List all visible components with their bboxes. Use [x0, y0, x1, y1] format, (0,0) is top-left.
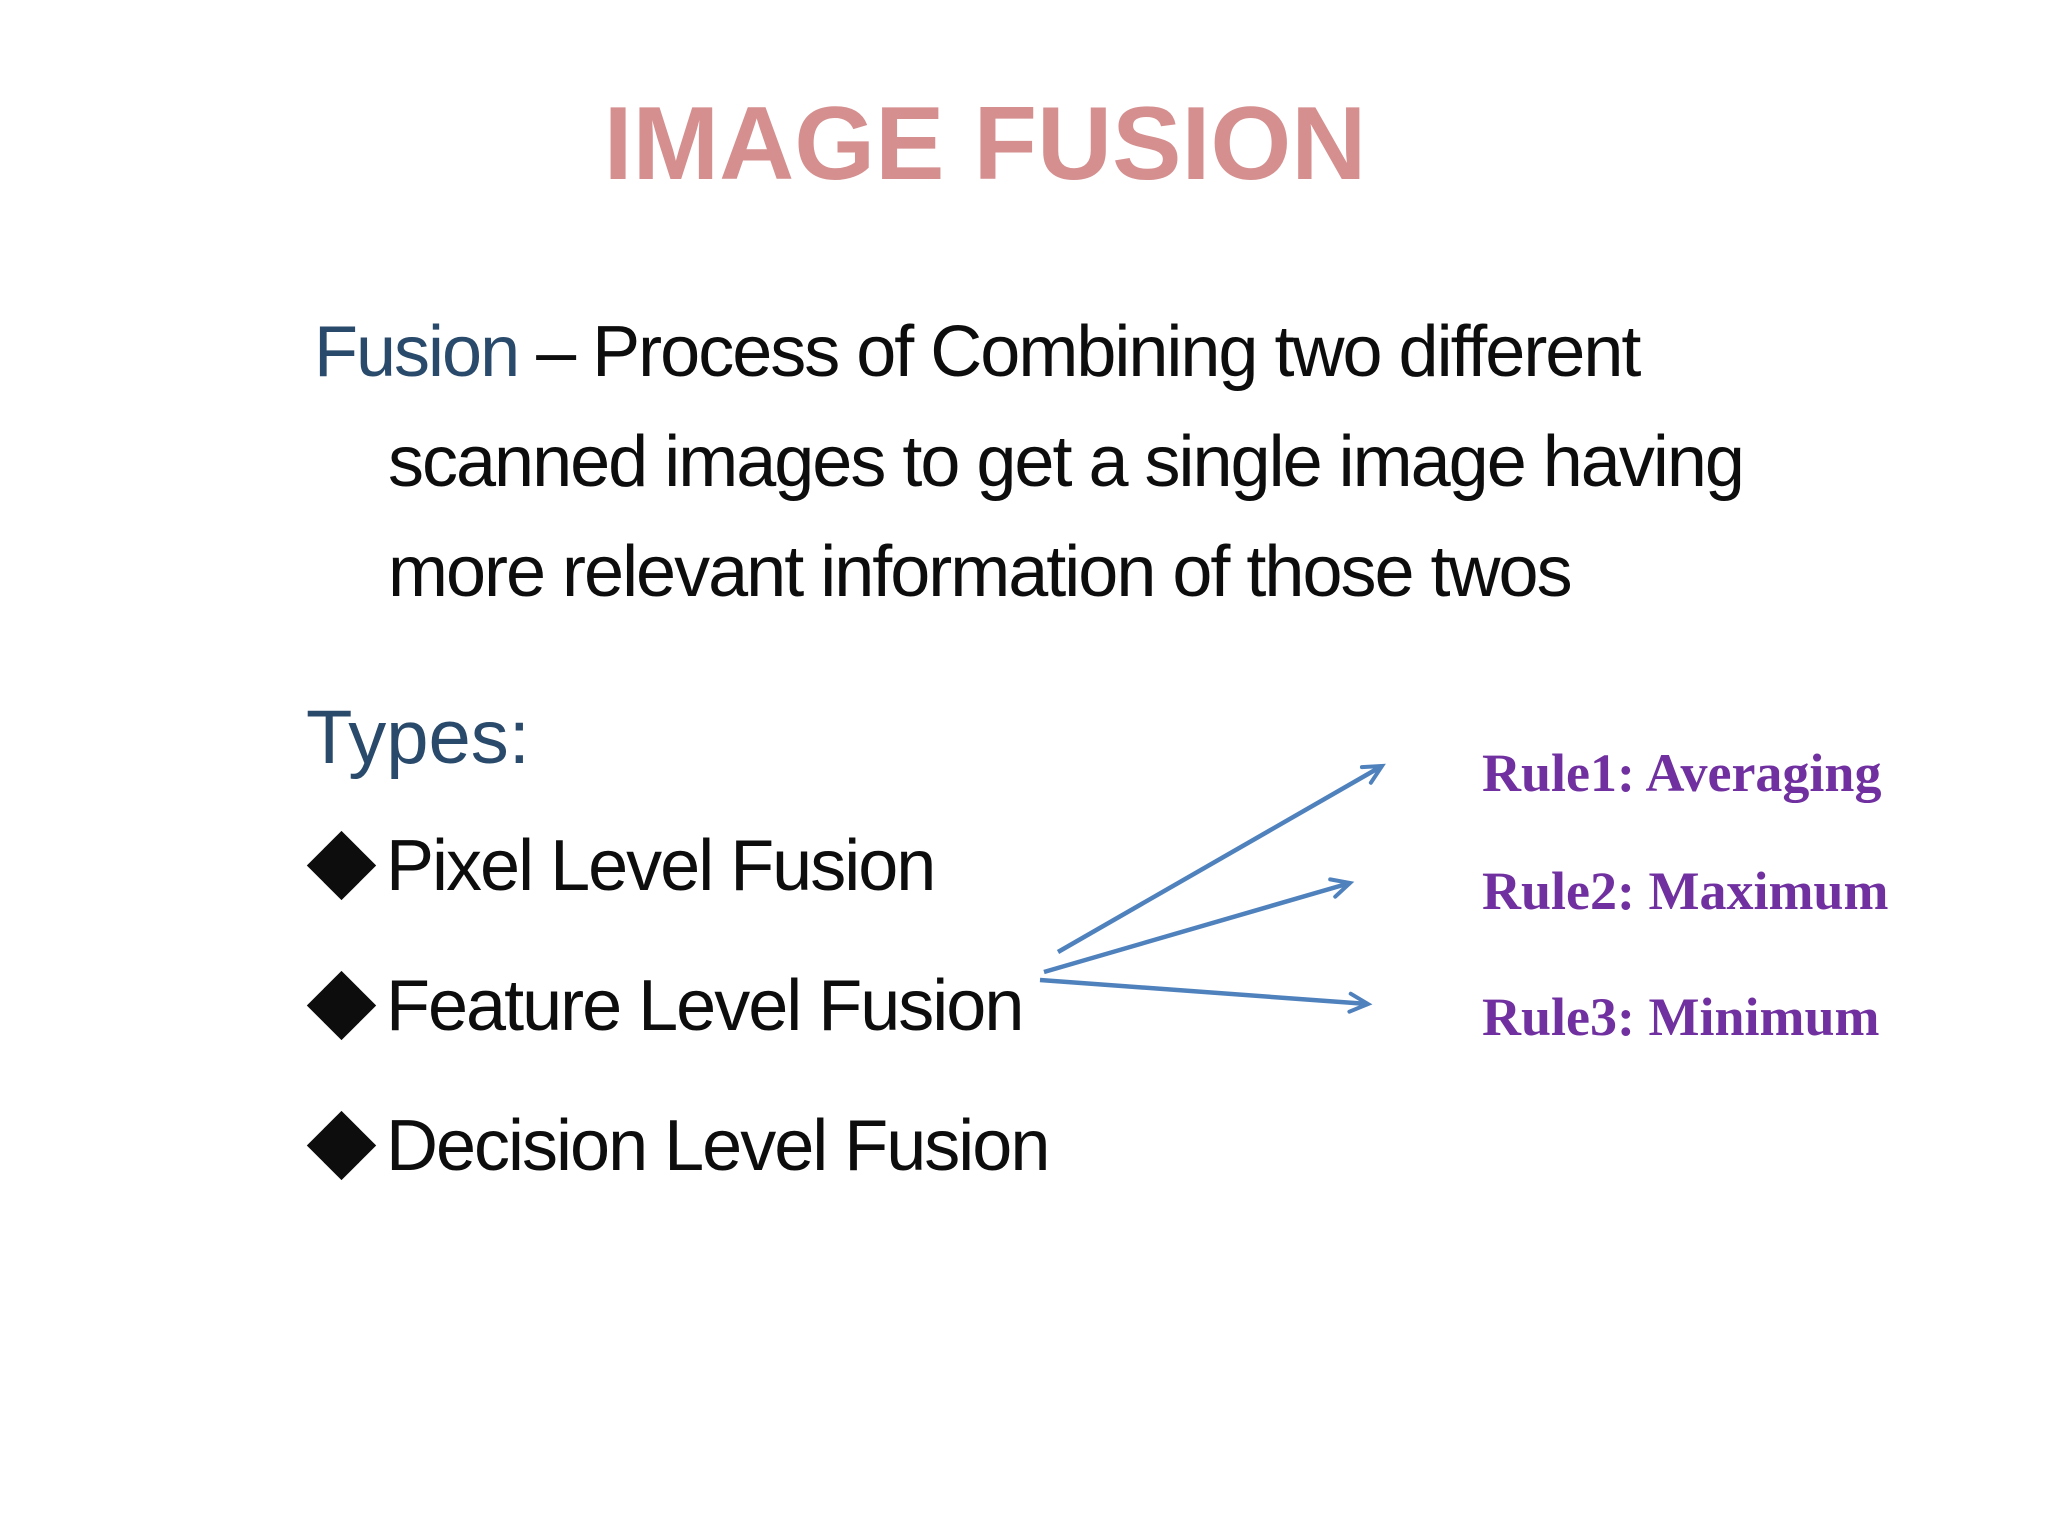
- list-item-decision-level-fusion: Decision Level Fusion: [306, 1106, 1050, 1186]
- list-item-label: Decision Level Fusion: [386, 1106, 1050, 1186]
- four-diamond-bullet-icon: [306, 970, 377, 1041]
- list-item-label: Pixel Level Fusion: [386, 826, 936, 906]
- list-item-feature-level-fusion: Feature Level Fusion: [306, 966, 1024, 1046]
- rule2-label: Rule2: Maximum: [1482, 861, 1889, 921]
- four-diamond-bullet-icon: [306, 1110, 377, 1181]
- definition-term: Fusion: [314, 312, 520, 392]
- rule3-label: Rule3: Minimum: [1482, 987, 1880, 1047]
- types-heading: Types:: [306, 695, 530, 780]
- arrow-to-rule2-icon: [1043, 877, 1355, 975]
- definition-line-1: Fusion– Process of Combining two differe…: [314, 316, 1641, 388]
- slide-title: IMAGE FUSION: [603, 86, 1367, 202]
- list-item-label: Feature Level Fusion: [386, 966, 1024, 1046]
- four-diamond-bullet-icon: [306, 830, 377, 901]
- rule1-label: Rule1: Averaging: [1482, 743, 1882, 803]
- definition-line-1-rest: – Process of Combining two different: [536, 312, 1641, 392]
- list-item-pixel-level-fusion: Pixel Level Fusion: [306, 826, 936, 906]
- definition-line-2: scanned images to get a single image hav…: [388, 422, 1745, 502]
- arrow-to-rule1-icon: [1056, 763, 1386, 954]
- arrow-connectors: [1039, 763, 1386, 1014]
- arrow-to-rule3-icon: [1039, 977, 1373, 1014]
- definition-line-3: more relevant information of those twos: [388, 532, 1573, 612]
